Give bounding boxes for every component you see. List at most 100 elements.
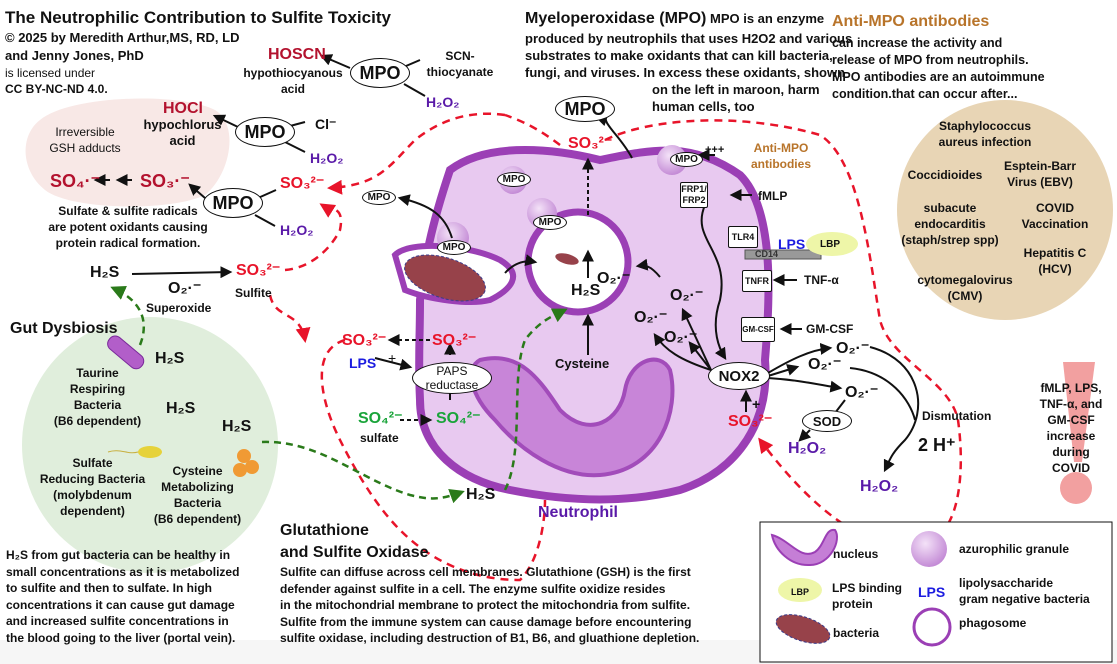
sulfite-label: SO₃²⁻ [236,262,281,279]
tnf-alpha-label: TNF-α [804,273,839,287]
legend-lbp-icon-label: LBP [791,587,809,597]
sulfite-radical-label: SO₃·⁻ [140,171,190,191]
sulfate-name: sulfate [360,431,399,445]
plus-plus-plus: +++ [705,144,725,156]
page-title: The Neutrophilic Contribution to Sulfite… [5,8,391,27]
sulfite-label: SO₃²⁻ [342,332,387,349]
legend-granule-label: azurophilic granule [959,542,1070,556]
legend-bacteria-label: bacteria [833,626,880,640]
lbp-ellipse [806,232,858,256]
nucleus [469,356,675,478]
mpo-granule-label: MPO [533,215,567,230]
superoxide-label: Superoxide [146,301,212,315]
gut-dysbiosis-title: Gut Dysbiosis [10,320,118,337]
mpo-description-line: substrates to make oxidants that can kil… [525,48,833,63]
fmlp-label: fMLP [758,189,788,203]
h2o2-label: H₂O₂ [280,222,314,238]
superoxide-symbol: O₂·⁻ [808,356,842,373]
sulfate-reducing-bacteria-icon [138,446,162,458]
mpo-enzyme: MPO [235,117,295,147]
h2o2-label: H₂O₂ [426,94,460,110]
legend-nucleus-label: nucleus [833,547,879,561]
sulfite-label: SO₃²⁻ [432,332,477,349]
mpo-granule-label: MPO [437,240,471,255]
sulfite-label: SO₃²⁻ [728,413,773,430]
sulfite-path-top [327,112,506,195]
chloride-label: Cl⁻ [315,116,337,132]
conditions-circle [897,100,1113,320]
hoscn-label: HOSCN [268,46,326,63]
gut-circle [22,317,278,573]
cd14-label: CD14 [755,249,779,259]
legend-bacteria-icon [775,614,831,644]
superoxide-symbol: O₂·⁻ [664,329,698,346]
h2s-label: H₂S [166,400,196,417]
neutrophil-label: Neutrophil [538,504,618,521]
credit-line: and Jenny Jones, PhD [5,48,144,63]
taurine-bacteria-icon [107,335,145,370]
mpo-enzyme: MPO [350,58,410,88]
hocl-label: HOCl [163,100,203,117]
plus-sign: + [752,396,761,412]
superoxide-symbol: O₂·⁻ [845,384,879,401]
gsh-adduct-blob [25,98,230,207]
superoxide-symbol: O₂·⁻ [168,280,202,297]
h2o2-label: H₂O₂ [860,478,899,495]
superoxide-symbol: O₂·⁻ [597,270,631,287]
sulfate-label: SO₄²⁻ [358,410,403,427]
bacterium [404,253,579,302]
nox2-enzyme: NOX2 [708,362,770,390]
mpo-description-line: produced by neutrophils that uses H2O2 a… [525,31,853,46]
superoxide-symbol: O₂·⁻ [634,309,668,326]
mpo-granule-label: MPO [362,190,396,205]
condition-coccidioides: Coccidioides [907,168,983,182]
cysteine-label: Cysteine [555,356,610,371]
protons-label: 2 H⁺ [918,435,956,455]
mpo-description-line: human cells, too [652,99,755,114]
lbp-label: LBP [820,239,840,250]
license-link[interactable]: CC BY-NC-ND 4.0. [5,82,108,96]
scn-label: SCN-thiocyanate [426,49,494,79]
superoxide-symbol: O₂·⁻ [670,287,704,304]
h2s-label: H₂S [222,418,252,435]
legend-lbp-icon [778,578,822,602]
license-line[interactable]: is licensed under [5,66,96,80]
h2s-label: H₂S [155,350,185,367]
tlr4-receptor: TLR4 [728,226,758,248]
sulfite-label: SO₃²⁻ [280,175,325,192]
sulfate-label: SO₄²⁻ [436,410,481,427]
h2s-label: H₂S [90,264,120,281]
dismutation-label: Dismutation [922,409,992,423]
sulfite-label: SO₃²⁻ [568,135,613,152]
credit-line: © 2025 by Meredith Arthur,MS, RD, LD [5,30,240,45]
h2o2-label: H₂O₂ [788,440,827,457]
released-mpo: MPO [555,96,615,122]
h2s-label: H₂S [466,486,496,503]
glutathione-body: Sulfite can diffuse across cell membrane… [280,565,700,645]
h2s-label: H₂S [571,282,601,299]
h2o2-label: H₂O₂ [310,150,344,166]
legend-nucleus-icon [770,528,838,567]
exclamation-mark [1063,362,1095,462]
sulfate-radical-label: SO₄·⁻ [50,171,101,191]
mpo-granule-label: MPO [670,152,703,167]
mpo-description-line: on the left in maroon, harm [652,82,820,97]
gmcsf-receptor: GM-CSF [741,317,775,342]
condition-hcv: Hepatitis C(HCV) [1023,246,1087,276]
tnfr-receptor: TNFR [742,270,772,292]
condition-cmv: cytomegalovirus(CMV) [917,273,1013,303]
